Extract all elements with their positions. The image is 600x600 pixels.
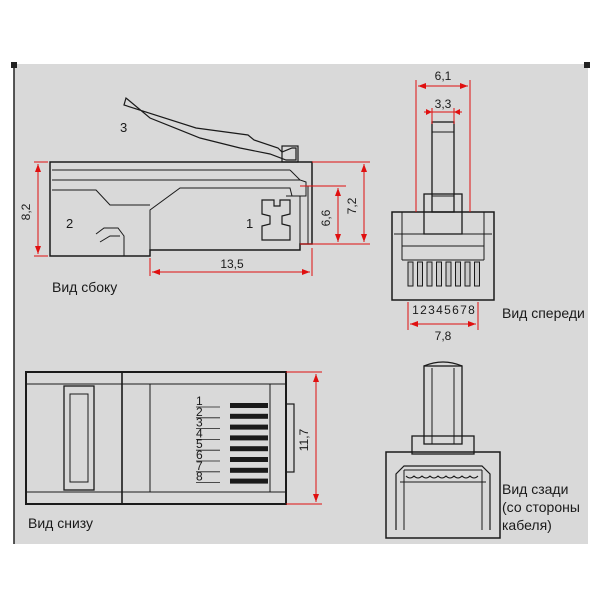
rear-view-title: Вид сзади xyxy=(502,481,568,497)
side-length-dimension xyxy=(149,248,313,276)
bottom-pin-number: 6 xyxy=(196,448,203,462)
front-pin-slot xyxy=(426,261,433,287)
side-h1-label: 6,6 xyxy=(319,209,333,226)
bottom-pin-number: 3 xyxy=(196,416,203,430)
side-view-title: Вид сбоку xyxy=(52,279,117,295)
side-h2-label: 7,2 xyxy=(345,197,359,214)
bottom-view-title: Вид снизу xyxy=(28,515,93,531)
rear-view-subtitle-2: кабеля) xyxy=(502,517,552,533)
bottom-pin-contact xyxy=(230,457,268,462)
callout-3: 3 xyxy=(120,120,127,135)
bottom-width-dimension xyxy=(286,371,322,505)
front-pin-slot xyxy=(464,261,471,287)
bottom-pin-contact xyxy=(230,478,268,484)
bottom-pin-number: 4 xyxy=(196,426,203,440)
side-height-dimension xyxy=(34,161,48,257)
bottom-width-label: 11,7 xyxy=(297,428,311,451)
drawing-panel xyxy=(14,64,588,544)
front-pin-slot xyxy=(407,261,414,287)
bottom-pin-number: 2 xyxy=(196,405,203,419)
front-pitch-dimension xyxy=(407,302,479,330)
bottom-pin-contact xyxy=(230,446,268,452)
bottom-pin-contact xyxy=(230,467,268,473)
front-pin-slot xyxy=(417,261,423,287)
callout-2: 2 xyxy=(66,216,73,231)
rear-view-subtitle-1: (со стороны xyxy=(502,499,580,515)
callout-1: 1 xyxy=(246,216,253,231)
side-h2-dimension xyxy=(312,161,370,245)
bottom-pin-contact xyxy=(230,435,268,441)
bottom-pin-number: 8 xyxy=(196,470,203,484)
front-pin-slot xyxy=(455,261,461,287)
bottom-pin-number: 1 xyxy=(196,394,203,408)
side-height-label: 8,2 xyxy=(19,203,33,220)
bottom-pin-number: 5 xyxy=(196,437,203,451)
front-view xyxy=(391,121,495,301)
front-pin-slots xyxy=(407,261,480,287)
front-pin-slot xyxy=(436,261,442,287)
front-view-title: Вид спереди xyxy=(502,305,585,321)
bottom-pin-contact xyxy=(230,424,268,430)
front-pin-numbers: 1 2 3 4 5 6 7 8 xyxy=(412,303,475,317)
rear-view xyxy=(385,361,501,539)
side-length-label: 13,5 xyxy=(220,257,244,271)
bottom-pin-contact xyxy=(230,413,268,419)
front-width-dimension xyxy=(415,80,471,212)
front-pin-slot xyxy=(445,261,452,287)
front-pin-slot xyxy=(474,261,480,287)
bottom-pin-number: 7 xyxy=(196,459,203,473)
front-pitch-label: 7,8 xyxy=(435,329,452,343)
bottom-pin-contact xyxy=(230,403,268,408)
front-width-label: 6,1 xyxy=(435,69,452,83)
front-inner-dimension xyxy=(424,108,462,124)
front-inner-label: 3,3 xyxy=(435,97,452,111)
